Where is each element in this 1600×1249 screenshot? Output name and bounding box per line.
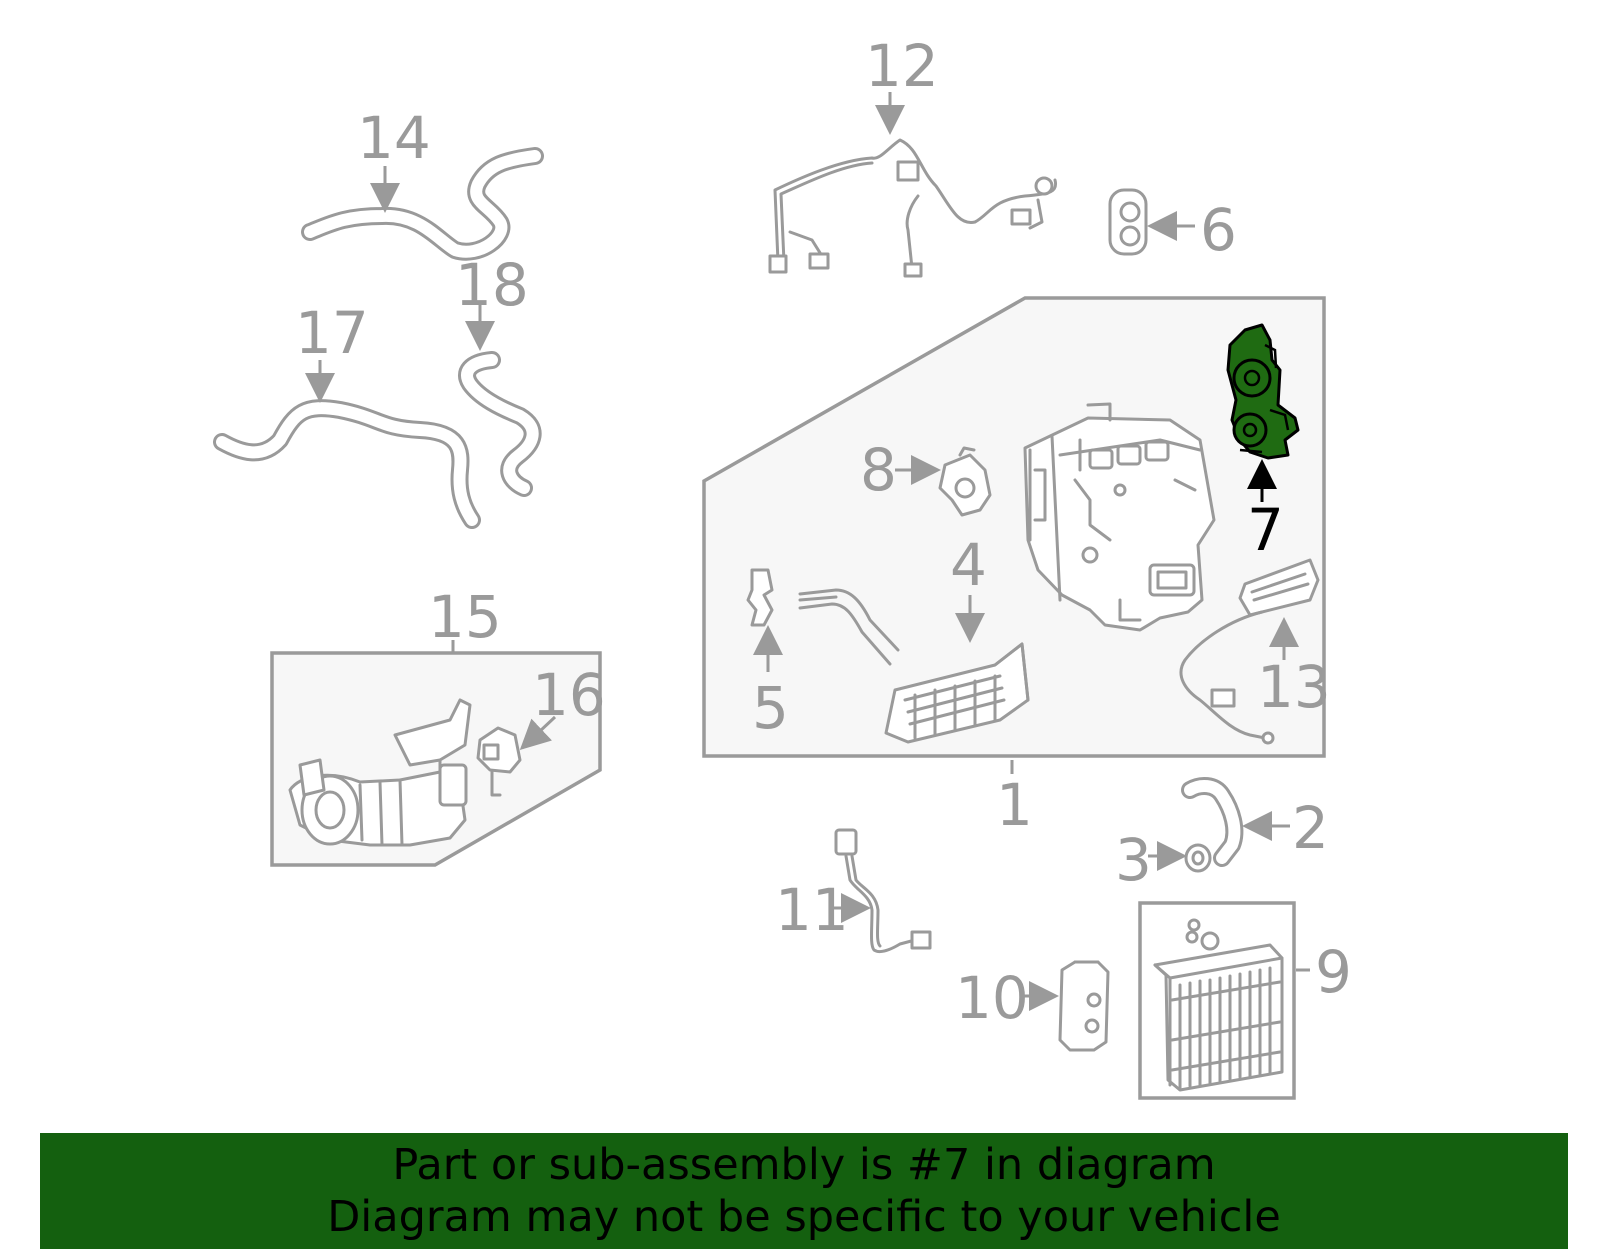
callout-1: 1	[996, 771, 1033, 839]
callout-15: 15	[428, 583, 502, 651]
banner-line-1: Part or sub-assembly is #7 in diagram	[392, 1140, 1216, 1190]
parts-diagram: 14 17 18 12 6 1	[213, 32, 1352, 1100]
callout-12: 12	[865, 32, 939, 100]
callout-16-arrow	[519, 715, 557, 751]
heater-core-part-4[interactable]	[798, 588, 1030, 744]
callout-8: 8	[860, 436, 897, 504]
callout-14: 14	[357, 104, 431, 172]
callout-17: 17	[295, 299, 369, 367]
callout-11: 11	[775, 876, 849, 944]
heater-unit-housing[interactable]	[1023, 402, 1216, 632]
banner-line-2: Diagram may not be specific to your vehi…	[327, 1192, 1281, 1242]
callout-10: 10	[955, 964, 1029, 1032]
duct-part-13[interactable]	[1179, 558, 1320, 745]
hose-part-18[interactable]	[458, 351, 542, 497]
grommet-part-3[interactable]	[1184, 843, 1212, 873]
connector-part-16[interactable]	[476, 726, 522, 797]
evaporator-part-9[interactable]	[1153, 918, 1284, 1092]
callout-6: 6	[1200, 196, 1237, 264]
callout-5: 5	[752, 674, 789, 742]
expansion-valve-part-10[interactable]	[1058, 960, 1110, 1052]
callout-18: 18	[455, 251, 529, 319]
callout-3: 3	[1115, 826, 1152, 894]
grommet-part-6[interactable]	[1108, 188, 1148, 256]
assembly-box-part-1	[702, 296, 1326, 758]
wire-harness-part-12[interactable]	[768, 138, 1058, 278]
callout-7: 7	[1247, 496, 1284, 564]
hose-part-14[interactable]	[301, 147, 544, 261]
actuator-part-8[interactable]	[938, 446, 992, 517]
info-banner: Part or sub-assembly is #7 in diagram Di…	[40, 1133, 1568, 1249]
blower-motor-part-15[interactable]	[288, 698, 472, 847]
callout-13: 13	[1257, 653, 1331, 721]
servo-motor-part-7[interactable]	[1226, 323, 1300, 460]
sensor-wire-part-11[interactable]	[834, 828, 932, 954]
hose-part-17[interactable]	[213, 399, 481, 529]
drain-hose-part-2[interactable]	[1181, 777, 1244, 867]
callout-2: 2	[1292, 794, 1329, 862]
callout-16: 16	[532, 661, 606, 729]
callout-4: 4	[950, 531, 987, 599]
callout-9: 9	[1315, 938, 1352, 1006]
